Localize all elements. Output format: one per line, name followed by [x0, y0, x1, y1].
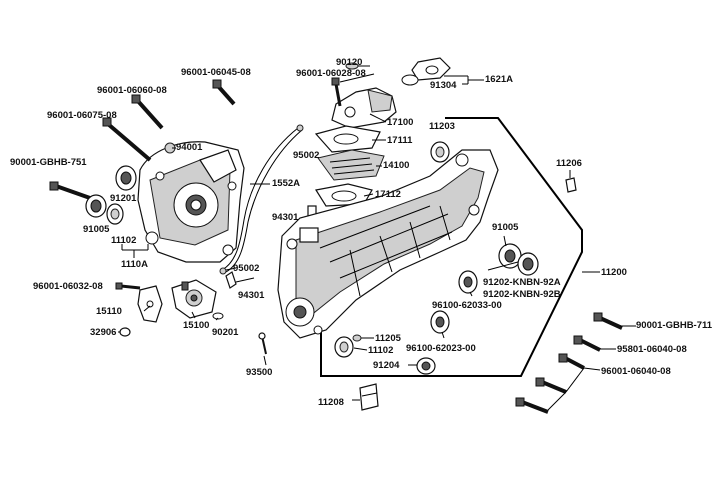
- screw-11206: [565, 177, 577, 193]
- label-1621A: 1621A: [485, 74, 513, 85]
- label-96001-06040-08: 96001-06040-08: [601, 366, 671, 377]
- label-14100: 14100: [383, 160, 410, 171]
- clip-95002-bottom: [219, 267, 227, 275]
- label-11200: 11200: [601, 267, 627, 278]
- label-90001-gbhb-711: 90001-GBHB-711: [636, 320, 713, 331]
- label-11102-right: 11102: [368, 345, 394, 356]
- label-91005-left: 91005: [83, 224, 110, 235]
- label-96001-06032-08: 96001-06032-08: [33, 281, 103, 292]
- label-91202-knbn-92b: 91202-KNBN-92B: [483, 289, 561, 300]
- left-crankcase-cover: [137, 141, 245, 263]
- bolt-90001-gbhb-711: [593, 312, 623, 330]
- bolt-96001-06060-08: [131, 94, 164, 130]
- label-95002-upper: 95002: [293, 150, 320, 161]
- bolt-90001-gbhb-751: [49, 181, 91, 200]
- group-frame-11200: [320, 117, 583, 377]
- label-96100-62033-00: 96100-62033-00: [432, 300, 502, 311]
- oil-pump-cover-15110: [137, 285, 163, 323]
- label-91201: 91201: [110, 193, 137, 204]
- label-1110A: 1110A: [121, 259, 148, 270]
- label-17111: 17111: [387, 135, 413, 146]
- label-96100-62023-00: 96100-62023-00: [406, 343, 476, 354]
- right-crankcase: [277, 149, 499, 339]
- dowel-11102-left: [106, 203, 124, 225]
- oil-pump-15100: [171, 279, 217, 319]
- bolt-96001-06032-08: [115, 282, 141, 290]
- label-94301-lower: 94301: [238, 290, 265, 301]
- bearing-91201: [115, 165, 137, 191]
- bolt-96001-06075-08: [102, 117, 152, 162]
- dowel-11102-right: [334, 336, 354, 358]
- bearing-96100-62023: [430, 310, 450, 334]
- dowel-11205: [352, 334, 362, 342]
- label-15110: 15110: [96, 306, 122, 317]
- label-11203: 11203: [429, 121, 455, 132]
- label-91304: 91304: [430, 80, 457, 91]
- label-91204: 91204: [373, 360, 400, 371]
- label-94301-upper: 94301: [272, 212, 299, 223]
- label-93500: 93500: [246, 367, 273, 378]
- intake-pipe-17100: [331, 87, 397, 129]
- clip-94301-lower: [225, 271, 237, 289]
- seal-91204: [416, 357, 436, 375]
- seal-11203: [430, 141, 450, 163]
- gasket-17111: [314, 125, 381, 153]
- bolt-96001-06040-08-c: [515, 397, 549, 414]
- reed-valve-14100: [317, 149, 385, 181]
- label-11205: 11205: [375, 333, 401, 344]
- label-15100: 15100: [183, 320, 210, 331]
- label-11206: 11206: [556, 158, 582, 169]
- label-90120: 90120: [336, 57, 363, 68]
- label-90201: 90201: [212, 327, 239, 338]
- label-91005-right: 91005: [492, 222, 519, 233]
- label-95002-lower: 95002: [233, 263, 260, 274]
- label-32906: 32906: [90, 327, 117, 338]
- hose-1552A: [221, 127, 299, 271]
- gasket-1621A: [411, 57, 451, 81]
- bracket-11208: [359, 383, 379, 411]
- label-11208: 11208: [318, 397, 344, 408]
- label-11102-left: 11102: [111, 235, 137, 246]
- clip-95002-top: [296, 124, 304, 132]
- bolt-96001-06040-08-a: [558, 353, 585, 370]
- label-17100: 17100: [387, 117, 414, 128]
- label-96001-06028-08: 96001-06028-08: [296, 68, 366, 79]
- bearing-96100-62033: [458, 270, 478, 294]
- label-17112: 17112: [375, 189, 401, 200]
- oring-91304: [401, 74, 419, 86]
- gasket-17112: [315, 183, 373, 207]
- label-95801-06040-08: 95801-06040-08: [617, 344, 687, 355]
- label-91202-knbn-92a: 91202-KNBN-92A: [483, 277, 561, 288]
- label-96001-06060-08: 96001-06060-08: [97, 85, 167, 96]
- plug-93500: [258, 332, 267, 355]
- bolt-96001-06045-08: [212, 79, 236, 106]
- label-94001: 94001: [176, 142, 203, 153]
- label-96001-06045-08: 96001-06045-08: [181, 67, 251, 78]
- hose-1552A-outer: [225, 129, 303, 273]
- bolt-95801-06040-08: [573, 335, 601, 352]
- bolt-96001-06040-08-b: [535, 377, 567, 394]
- label-96001-06075-08: 96001-06075-08: [47, 110, 117, 121]
- label-90001-gbhb-751: 90001-GBHB-751: [10, 157, 87, 168]
- bearing-91005-left: [85, 194, 107, 218]
- seal-32906: [119, 327, 131, 337]
- bolt-96001-06028-08: [331, 77, 342, 107]
- bearing-91202: [517, 252, 539, 276]
- leader-lines: [118, 65, 636, 411]
- oring-90201: [212, 312, 224, 320]
- label-1552A: 1552A: [272, 178, 300, 189]
